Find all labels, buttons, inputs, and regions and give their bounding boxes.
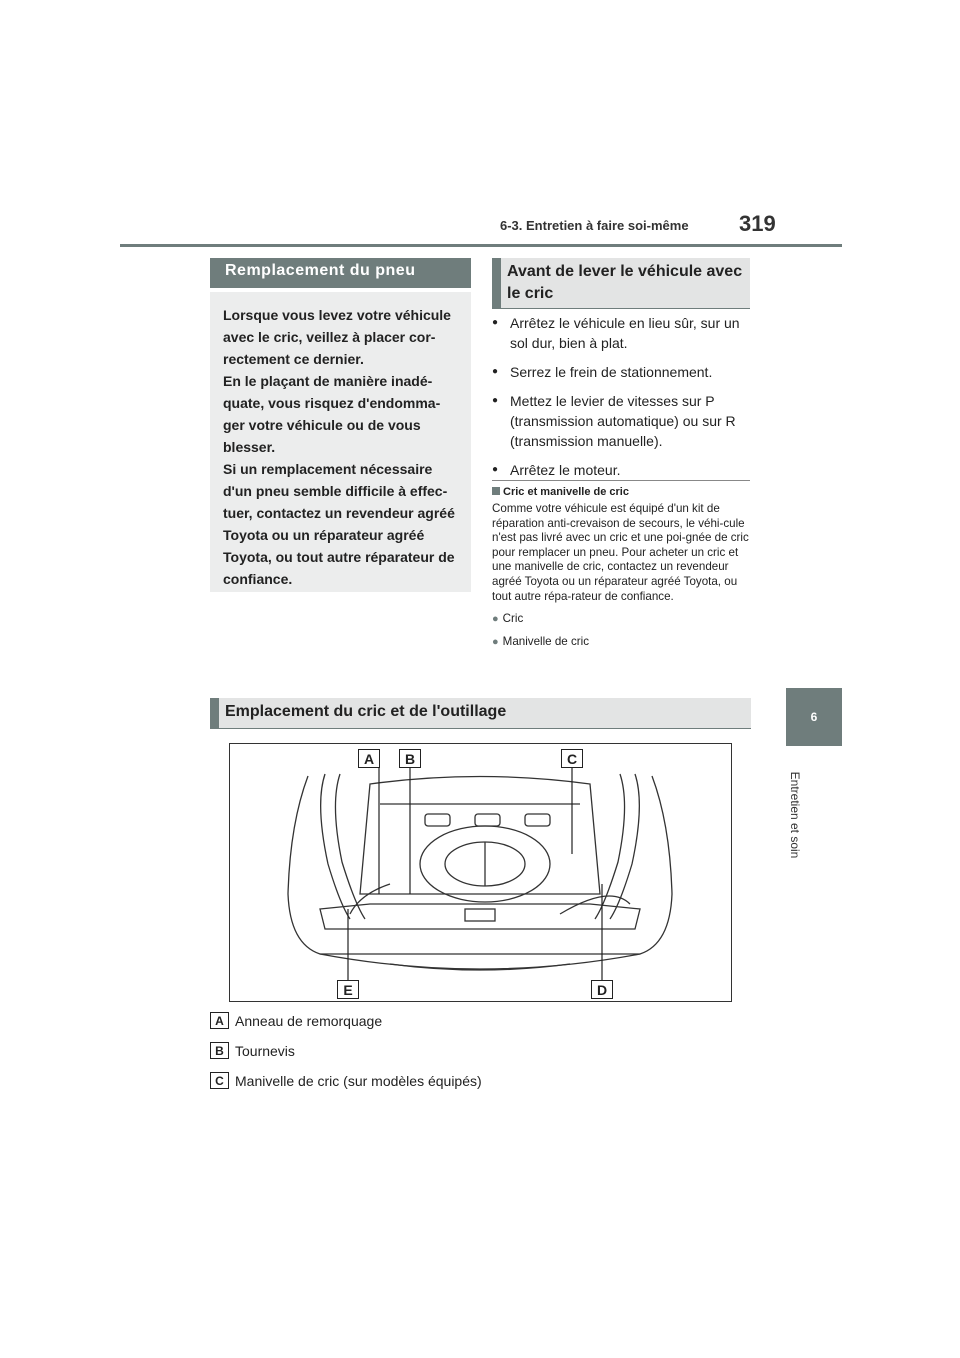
chapter-title: Entretien et soin [788,771,802,859]
legend-item-b: B Tournevis [210,1042,295,1059]
note-divider [492,480,750,481]
legend-key: B [210,1042,229,1059]
label-e: E [337,980,359,999]
bullet-item: Serrez le frein de stationnement. [492,362,752,382]
trunk-illustration: A B C D E [229,743,732,1002]
warning-line: Toyota, ou tout autre réparateur de [223,549,455,565]
warning-line: Lorsque vous levez votre véhicule [223,307,451,323]
legend-text: Anneau de remorquage [235,1012,383,1029]
note-heading-text: Cric et manivelle de cric [503,486,629,498]
warning-line: Si un remplacement nécessaire [223,461,433,477]
warning-line: rectement ce dernier. [223,351,364,367]
section-title: 6-3. Entretien à faire soi-même [500,218,689,233]
legend-key: A [210,1012,229,1029]
circle-bullet-icon: ● [492,613,499,626]
warning-title-text: Remplacement du pneu [225,262,416,279]
page-number: 319 [739,211,776,236]
warning-line: d'un pneu semble difficile à effec- [223,483,448,499]
header-rule [120,244,842,247]
legend-item-c: C Manivelle de cric (sur modèles équipés… [210,1072,482,1089]
trunk-drawing [287,768,673,980]
note-body: Comme votre véhicule est équipé d'un kit… [492,502,754,649]
label-c: C [561,749,583,768]
warning-line: quate, vous risquez d'endomma- [223,395,441,411]
warning-line: En le plaçant de manière inadé- [223,373,433,389]
title-rule [492,308,750,309]
before-lift-list: Arrêtez le véhicule en lieu sûr, sur un … [492,313,752,489]
legend-key: C [210,1072,229,1089]
warning-box-title: Remplacement du pneu [210,258,471,288]
label-d: D [591,980,613,999]
note-paragraph: Comme votre véhicule est équipé d'un kit… [492,502,749,603]
legend-text: Manivelle de cric (sur modèles équipés) [235,1072,482,1089]
chapter-number: 6 [810,710,818,724]
note-item-text: Cric [502,612,524,626]
legend-item-a: A Anneau de remorquage [210,1012,382,1029]
warning-line: ger votre véhicule ou de vous [223,417,421,433]
note-item: ●Manivelle de cric [492,635,754,650]
bullet-item: Mettez le levier de vitesses sur P (tran… [492,391,752,451]
warning-box-body: Lorsque vous levez votre véhicule avec l… [210,292,471,592]
chapter-tab[interactable]: 6 [786,688,842,746]
square-bullet-icon [492,487,500,495]
note-heading: Cric et manivelle de cric [492,486,629,498]
label-b: B [399,749,421,768]
warning-line: avec le cric, veillez à placer cor- [223,329,436,345]
note-item-text: Manivelle de cric [502,634,589,648]
before-lift-title-line1: Avant de lever le véhicule avec [507,263,743,280]
warning-line: blesser. [223,439,276,455]
location-title: Emplacement du cric et de l'outillage [210,698,751,728]
warning-line: tuer, contactez un revendeur agréé [223,505,455,521]
warning-line: Toyota ou un réparateur agréé [223,527,425,543]
warning-line: confiance. [223,571,293,587]
location-title-text: Emplacement du cric et de l'outillage [225,703,507,720]
before-lift-title-line2: le cric [507,285,554,302]
title-rule [210,728,751,729]
chapter-title-vertical: Entretien et soin [780,760,810,870]
circle-bullet-icon: ● [492,635,499,648]
bullet-item: Arrêtez le moteur. [492,460,752,480]
bullet-item: Arrêtez le véhicule en lieu sûr, sur un … [492,313,752,353]
label-a: A [358,749,380,768]
legend-text: Tournevis [235,1042,295,1059]
before-lift-title: Avant de lever le véhicule avec le cric [492,258,750,308]
note-item: ●Cric [492,612,754,627]
